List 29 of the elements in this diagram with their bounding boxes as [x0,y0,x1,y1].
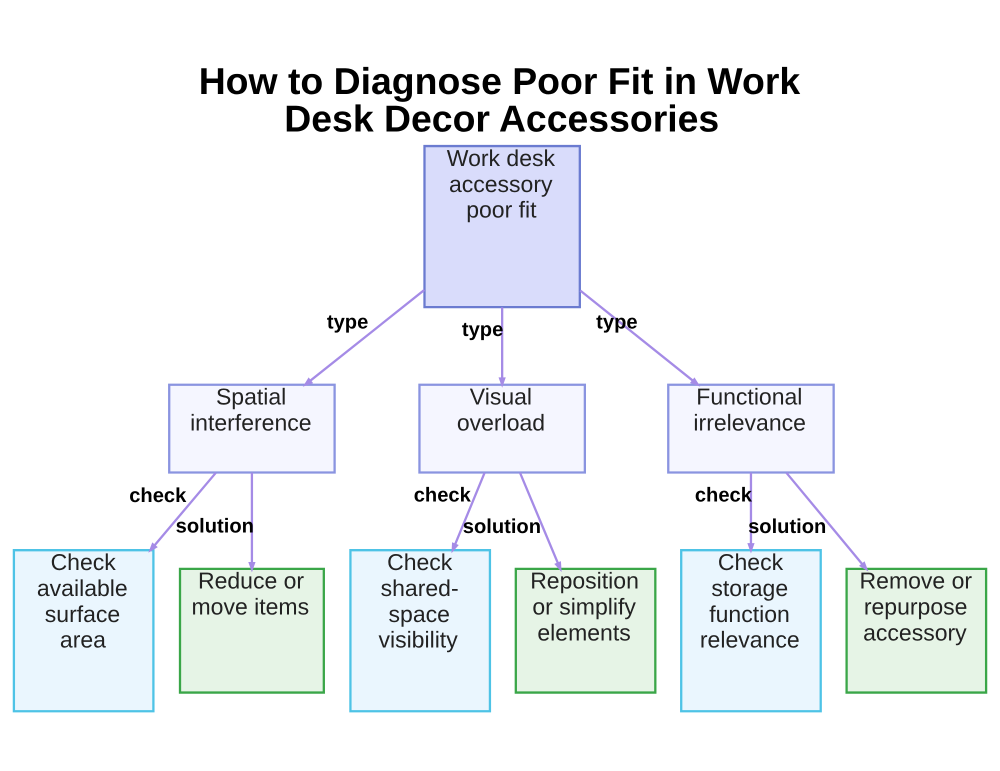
edge-label: type [326,312,368,334]
node-box: Visual overload [418,384,586,474]
node-box: Spatial interference [168,384,336,474]
arrow [579,290,700,387]
edge-label: solution [176,516,254,538]
node-box: Check storage function relevance [680,549,822,712]
arrow [786,472,868,572]
edge-label: type [596,312,638,334]
node-box: Check shared-space visibility [349,549,492,712]
arrow [148,472,217,553]
arrow [248,472,256,572]
edge-label: check [694,484,752,506]
arrow [498,307,506,388]
node-box: Check available surface area [12,549,155,712]
diagram-title: How to Diagnose Poor Fit in Work Desk Decor Accessories [198,60,800,140]
node-box: Functional irrelevance [667,384,835,474]
edge-label: check [129,485,186,508]
arrow [302,289,426,387]
node-box: Work desk accessory poor fit [423,144,581,308]
node-box: Remove or repurpose accessory [845,568,988,694]
edge-label: solution [748,516,826,538]
edge-label: solution [462,516,542,538]
arrow [747,472,755,554]
edge-label: type [462,318,504,341]
node-box: Reposition or simplify elements [514,568,656,694]
node-box: Reduce or move items [178,568,325,694]
arrow [451,472,486,554]
arrow [518,472,562,572]
edge-label: check [414,484,471,507]
